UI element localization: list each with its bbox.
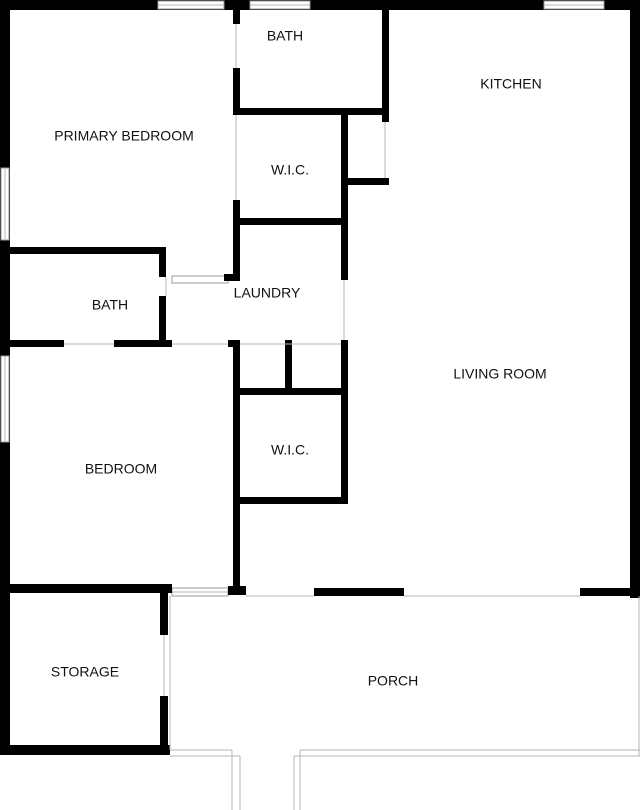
room-label-primary-bedroom: PRIMARY BEDROOM <box>54 128 194 144</box>
interior-walls <box>0 10 640 755</box>
room-label-wic-bottom: W.I.C. <box>271 442 309 458</box>
room-label-living-room: LIVING ROOM <box>453 366 546 382</box>
room-label-bedroom: BEDROOM <box>85 461 157 477</box>
thin-lines <box>64 24 640 810</box>
room-labels: BATH KITCHEN PRIMARY BEDROOM W.I.C. LAUN… <box>51 28 547 689</box>
room-label-storage: STORAGE <box>51 664 119 680</box>
room-label-porch: PORCH <box>368 673 419 689</box>
room-label-bath-left: BATH <box>92 297 128 313</box>
room-label-laundry: LAUNDRY <box>234 285 301 301</box>
windows <box>0 0 605 597</box>
room-label-bath-top: BATH <box>267 28 303 44</box>
room-label-wic-top: W.I.C. <box>271 162 309 178</box>
room-label-kitchen: KITCHEN <box>480 76 541 92</box>
